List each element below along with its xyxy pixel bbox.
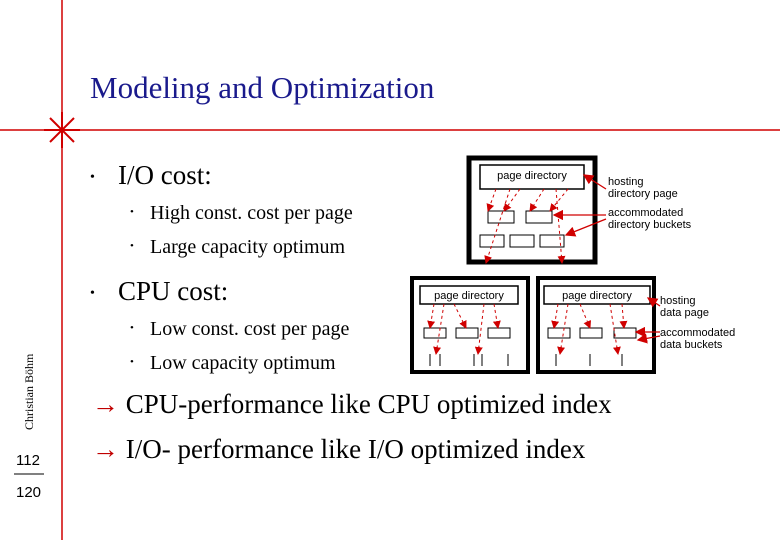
bucket: [525, 210, 553, 224]
conclusion-cpu-text: CPU-performance like CPU optimized index: [125, 389, 612, 419]
hosting-label: hosting: [660, 295, 695, 307]
bullet-dot: •: [90, 170, 95, 185]
directory-arrows: [484, 188, 569, 264]
bucket: [487, 210, 515, 224]
page-current: 112: [16, 452, 40, 469]
bullet-dot: •: [90, 286, 95, 301]
accommodated-label: accommodated: [660, 327, 735, 339]
page-total: 120: [16, 484, 42, 501]
label-arrows: [552, 174, 607, 237]
io-diagram: page directory hosting directory page ac…: [466, 155, 692, 265]
label-arrows: [634, 297, 661, 344]
page-directory-label: page directory: [497, 170, 567, 182]
accommodated-label-2: data buckets: [660, 339, 723, 351]
hosting-label-2: directory page: [608, 188, 678, 200]
directory-arrows: [427, 303, 501, 355]
hosting-label: hosting: [608, 176, 643, 188]
arrow-right-icon: →: [92, 389, 119, 419]
cpu-item: Low capacity optimum: [150, 352, 336, 374]
bucket: [423, 327, 447, 339]
bucket: [509, 234, 535, 248]
io-item: Large capacity optimum: [150, 236, 346, 258]
cpu-item: Low const. cost per page: [150, 318, 350, 340]
author-name: Christian Böhm: [22, 353, 36, 430]
accommodated-label: accommodated: [608, 207, 683, 219]
cpu-diagram: page directory page directory hosting da…: [410, 276, 735, 374]
bucket: [539, 234, 565, 248]
star-icon: [44, 112, 80, 148]
accommodated-label-2: directory buckets: [608, 219, 692, 231]
arrow-right-icon: →: [92, 434, 119, 464]
bullet-dot: •: [130, 356, 134, 368]
hosting-label-2: data page: [660, 307, 709, 319]
bucket: [487, 327, 511, 339]
bucket: [613, 327, 637, 339]
data-page-box: [410, 276, 530, 374]
directory-arrows: [551, 303, 628, 355]
bucket-ticks: [555, 354, 623, 366]
io-cost-heading: I/O cost:: [118, 160, 212, 190]
conclusion-io: → I/O- performance like I/O optimized in…: [92, 434, 585, 465]
conclusion-cpu: → CPU-performance like CPU optimized ind…: [92, 389, 612, 420]
bullet-dot: •: [130, 322, 134, 334]
bullet-dot: •: [130, 240, 134, 252]
conclusion-io-text: I/O- performance like I/O optimized inde…: [125, 434, 586, 464]
page-directory-label: page directory: [434, 290, 504, 302]
slide-title: Modeling and Optimization: [90, 70, 435, 105]
bucket: [455, 327, 479, 339]
bucket: [479, 234, 505, 248]
bucket-ticks: [429, 354, 509, 366]
data-page-box: [536, 276, 656, 374]
page-directory-box: [419, 285, 519, 305]
hosting-page-box: [466, 155, 598, 265]
page-directory-box: [543, 285, 651, 305]
cpu-cost-heading: CPU cost:: [118, 276, 229, 306]
bucket: [579, 327, 603, 339]
io-item: High const. cost per page: [150, 202, 353, 224]
page-directory-label: page directory: [562, 290, 632, 302]
bucket: [547, 327, 571, 339]
bullet-dot: •: [130, 206, 134, 218]
